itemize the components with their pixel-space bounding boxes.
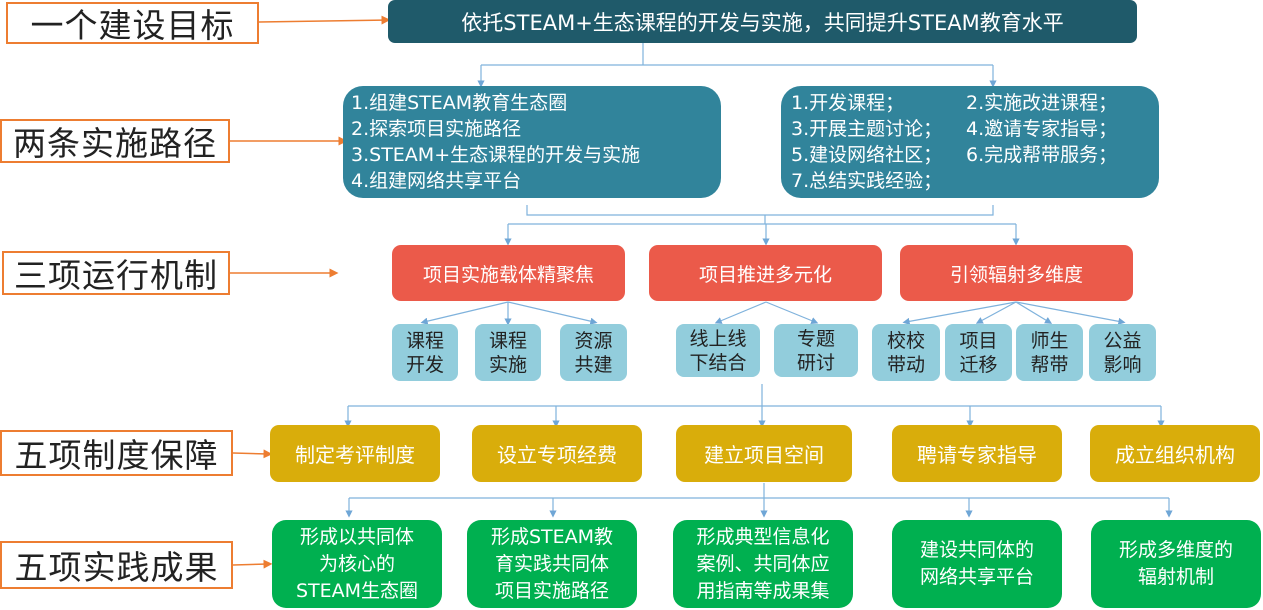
mechanism-node: 项目实施载体精聚焦 [392, 245, 625, 301]
category-label-guarantees: 五项制度保障 [0, 430, 233, 476]
path-right-item: 3.开展主题讨论； [791, 118, 943, 140]
path-left-line: 4.组建网络共享平台 [351, 170, 522, 192]
result-line: 形成多维度的 [1118, 539, 1233, 561]
guarantee-node: 成立组织机构 [1090, 425, 1260, 482]
sub-line: 公益 [1103, 329, 1142, 352]
result-node: 形成典型信息化 案例、共同体应 用指南等成果集 [673, 520, 853, 608]
category-label-paths: 两条实施路径 [0, 119, 230, 163]
result-node: 形成多维度的 辐射机制 [1091, 520, 1261, 608]
guarantee-text: 成立组织机构 [1115, 443, 1235, 467]
guarantee-text: 制定考评制度 [295, 443, 415, 467]
mechanism-sub-node: 公益影响 [1089, 324, 1156, 381]
mechanism-sub-node: 专题研讨 [774, 324, 858, 377]
sub-line: 带动 [886, 353, 925, 376]
category-label-results: 五项实践成果 [0, 541, 233, 589]
sub-line: 专题 [796, 327, 835, 350]
path-left-line: 3.STEAM+生态课程的开发与实施 [351, 144, 641, 166]
mechanism-title: 项目推进多元化 [698, 263, 832, 286]
sub-line: 帮带 [1030, 353, 1069, 376]
guarantee-node: 建立项目空间 [676, 425, 852, 482]
path-right-item: 5.建设网络社区； [791, 144, 943, 166]
path-left-line: 2.探索项目实施路径 [351, 118, 522, 140]
guarantee-text: 建立项目空间 [704, 443, 824, 467]
guarantee-text: 聘请专家指导 [917, 443, 1037, 467]
sub-line: 迁移 [959, 353, 998, 376]
result-line: 育实践共同体 [494, 552, 609, 575]
guarantee-node: 设立专项经费 [472, 425, 642, 482]
result-line: 用指南等成果集 [696, 579, 830, 602]
mechanism-sub-node: 师生帮带 [1016, 324, 1083, 381]
guarantee-text: 设立专项经费 [497, 443, 617, 467]
category-label-goal: 一个建设目标 [6, 2, 259, 45]
sub-line: 项目 [959, 329, 998, 352]
path-left-line: 1.组建STEAM教育生态圈 [351, 92, 568, 114]
guarantee-node: 制定考评制度 [270, 425, 440, 482]
sub-line: 课程 [488, 329, 527, 352]
goal-text: 依托STEAM+生态课程的开发与实施，共同提升STEAM教育水平 [461, 10, 1064, 35]
sub-line: 实施 [488, 353, 527, 376]
sub-line: 影响 [1103, 353, 1142, 376]
guarantee-label-arrow [232, 449, 273, 459]
mechanism-sub-node: 资源共建 [560, 324, 627, 381]
sub-line: 研讨 [796, 351, 835, 374]
result-line: STEAM生态圈 [295, 579, 419, 602]
mechanism-node: 项目推进多元化 [649, 245, 882, 301]
mechanism-title: 引领辐射多维度 [949, 263, 1083, 286]
sub-line: 线上线 [689, 327, 747, 350]
result-label-arrow [232, 559, 273, 569]
path-right-item: 7.总结实践经验； [791, 170, 943, 192]
result-line: 项目实施路径 [494, 579, 609, 602]
mechanism-title: 项目实施载体精聚焦 [422, 263, 594, 286]
result-line: 形成以共同体 [299, 525, 414, 548]
path-right-item: 1.开发课程； [791, 92, 905, 114]
sub-line: 下结合 [689, 351, 747, 374]
path-right-node: 1.开发课程； 2.实施改进课程； 3.开展主题讨论； 4.邀请专家指导； 5.建设… [781, 86, 1159, 198]
result-line: 网络共享平台 [919, 566, 1034, 588]
result-node: 形成以共同体 为核心的 STEAM生态圈 [272, 520, 442, 608]
result-line: 为核心的 [318, 552, 395, 575]
mechanism-sub-node: 课程实施 [475, 324, 541, 381]
goal-label-arrow [258, 15, 391, 25]
sub-line: 开发 [405, 353, 444, 376]
result-node: 建设共同体的 网络共享平台 [892, 520, 1062, 608]
paths-to-mechanisms-line [526, 205, 994, 216]
result-node: 形成STEAM教 育实践共同体 项目实施路径 [467, 520, 637, 608]
mechanism-sub-node: 校校带动 [872, 324, 940, 381]
path-right-item: 4.邀请专家指导； [966, 118, 1118, 140]
result-line: 形成STEAM教 [490, 525, 614, 548]
mechanism-sub-node: 项目迁移 [945, 324, 1012, 381]
sub-line: 校校 [886, 329, 925, 352]
result-line: 建设共同体的 [919, 539, 1034, 561]
sub-line: 课程 [405, 329, 444, 352]
mechanism-sub-node: 课程开发 [392, 324, 458, 381]
path-right-item: 2.实施改进课程； [966, 92, 1118, 114]
path-left-node: 1.组建STEAM教育生态圈 2.探索项目实施路径 3.STEAM+生态课程的开… [343, 86, 721, 198]
goal-node: 依托STEAM+生态课程的开发与实施，共同提升STEAM教育水平 [388, 0, 1137, 43]
result-line: 案例、共同体应 [696, 552, 830, 575]
result-line: 形成典型信息化 [696, 525, 830, 548]
mechanism-node: 引领辐射多维度 [900, 245, 1133, 301]
sub-line: 共建 [574, 353, 613, 376]
path-right-item: 6.完成帮带服务； [966, 144, 1118, 166]
category-label-mechanisms: 三项运行机制 [2, 251, 230, 295]
sub-line: 师生 [1030, 329, 1069, 352]
mechanism-sub-node: 线上线下结合 [676, 324, 760, 377]
sub-line: 资源 [574, 329, 613, 352]
result-line: 辐射机制 [1137, 566, 1214, 588]
guarantee-node: 聘请专家指导 [892, 425, 1062, 482]
